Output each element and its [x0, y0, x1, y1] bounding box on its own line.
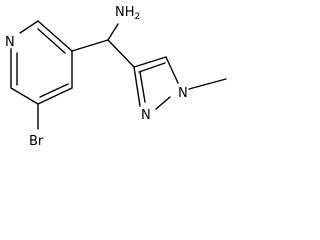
- amine-label: NH2: [115, 5, 140, 22]
- methine-center: [71, 23, 135, 68]
- bond-c6-c5: [10, 87, 39, 105]
- bromine-label: Br: [29, 134, 44, 149]
- molecule-drawing: N NH2 Br N N: [5, 5, 227, 149]
- bond-c5-c4: [37, 87, 73, 105]
- bond-n1-methyl: [188, 78, 227, 90]
- bond-c4-c5: [133, 56, 167, 68]
- bond-c5-c4-inner: [39, 83, 69, 98]
- bond-c3-ch: [71, 39, 109, 52]
- amine-nh-text: NH: [115, 5, 135, 20]
- bond-c3-c2: [37, 20, 73, 52]
- amine-h-count: 2: [135, 12, 141, 22]
- bond-c2-n: [19, 20, 39, 34]
- bond-ch-pyrazole: [107, 39, 135, 68]
- bond-c3-c2-inner: [37, 28, 66, 54]
- pyridine-n-label: N: [5, 35, 15, 50]
- bond-c5-n1: [165, 56, 179, 84]
- pyrazole-ring: [133, 56, 179, 110]
- bond-n2-c3: [133, 66, 141, 107]
- bond-ch-nh2: [107, 23, 119, 41]
- bond-c4-c5-inner: [138, 62, 166, 73]
- pyrazole-n1-label: N: [178, 86, 188, 101]
- pyrazole-n2-label: N: [141, 108, 151, 123]
- structure-canvas: N NH2 Br N N: [5, 5, 227, 149]
- bond-n1-n2: [155, 96, 171, 110]
- pyridine-ring: [10, 20, 73, 105]
- bond-n2-c3-inner: [139, 71, 146, 103]
